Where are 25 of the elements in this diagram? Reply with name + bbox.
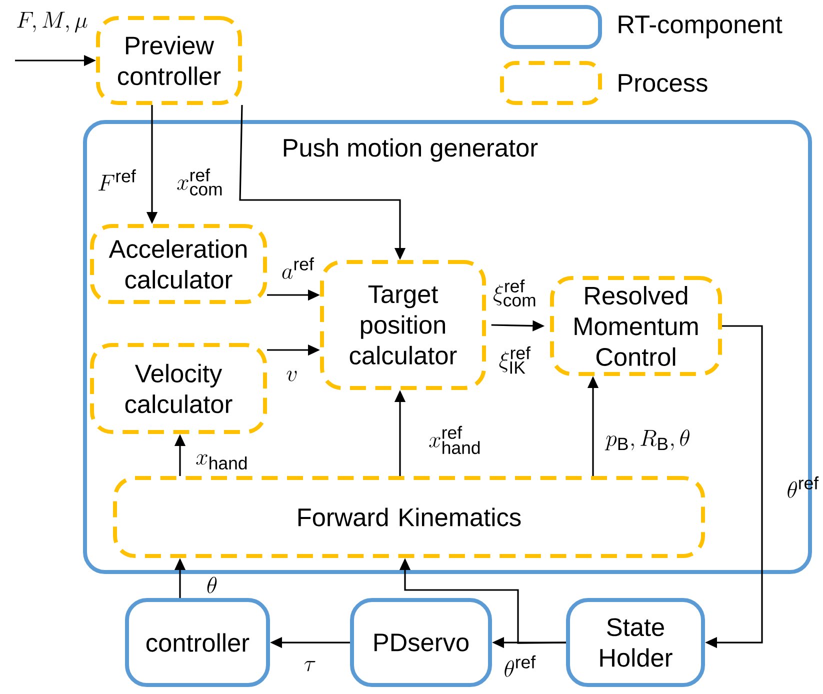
- edge-label: $F^{\mathrm{ref}}$: [98, 169, 136, 191]
- legend-entry: Process: [500, 61, 708, 105]
- edge-label: $x^{\mathrm{ref}}_{\mathrm{com}}$: [177, 168, 222, 196]
- edge-label: $\xi^{\mathrm{ref}}_{\mathrm{com}}$: [494, 279, 536, 307]
- edge-label: $v$: [286, 370, 297, 382]
- edge-label: $x^{\mathrm{ref}}_{\mathrm{hand}}$: [429, 426, 480, 454]
- process-box: Resolved Momentum Control: [550, 276, 722, 376]
- edge-label: $\theta$: [207, 576, 217, 594]
- edge-label: $\tau$: [304, 661, 316, 672]
- component-box: PDservo: [350, 598, 492, 688]
- edge-label: $x_{\mathrm{hand}}$: [196, 454, 247, 470]
- process-box: Preview controller: [96, 16, 242, 106]
- edge-label: $a^{\mathrm{ref}}$: [282, 257, 314, 279]
- edge-label: $p_{\mathrm{B}}, R_{\mathrm{B}}, \theta$: [604, 430, 690, 450]
- group-title: Push motion generator: [284, 138, 538, 162]
- legend-entry: RT-component: [500, 5, 782, 49]
- process-box: Forward Kinematics: [113, 476, 705, 558]
- process-box: Target position calculator: [320, 260, 486, 390]
- component-box: controller: [125, 598, 270, 688]
- formula-label: $\xi^{\mathrm{ref}}_{\mathrm{IK}}$: [499, 346, 531, 374]
- component-box: State Holder: [566, 598, 705, 688]
- edge-label: $\theta^{\mathrm{ref}}$: [504, 655, 536, 677]
- edge-label: $F, M, \mu$: [17, 12, 88, 33]
- process-box: Velocity calculator: [90, 343, 268, 434]
- process-box: Acceleration calculator: [90, 224, 268, 304]
